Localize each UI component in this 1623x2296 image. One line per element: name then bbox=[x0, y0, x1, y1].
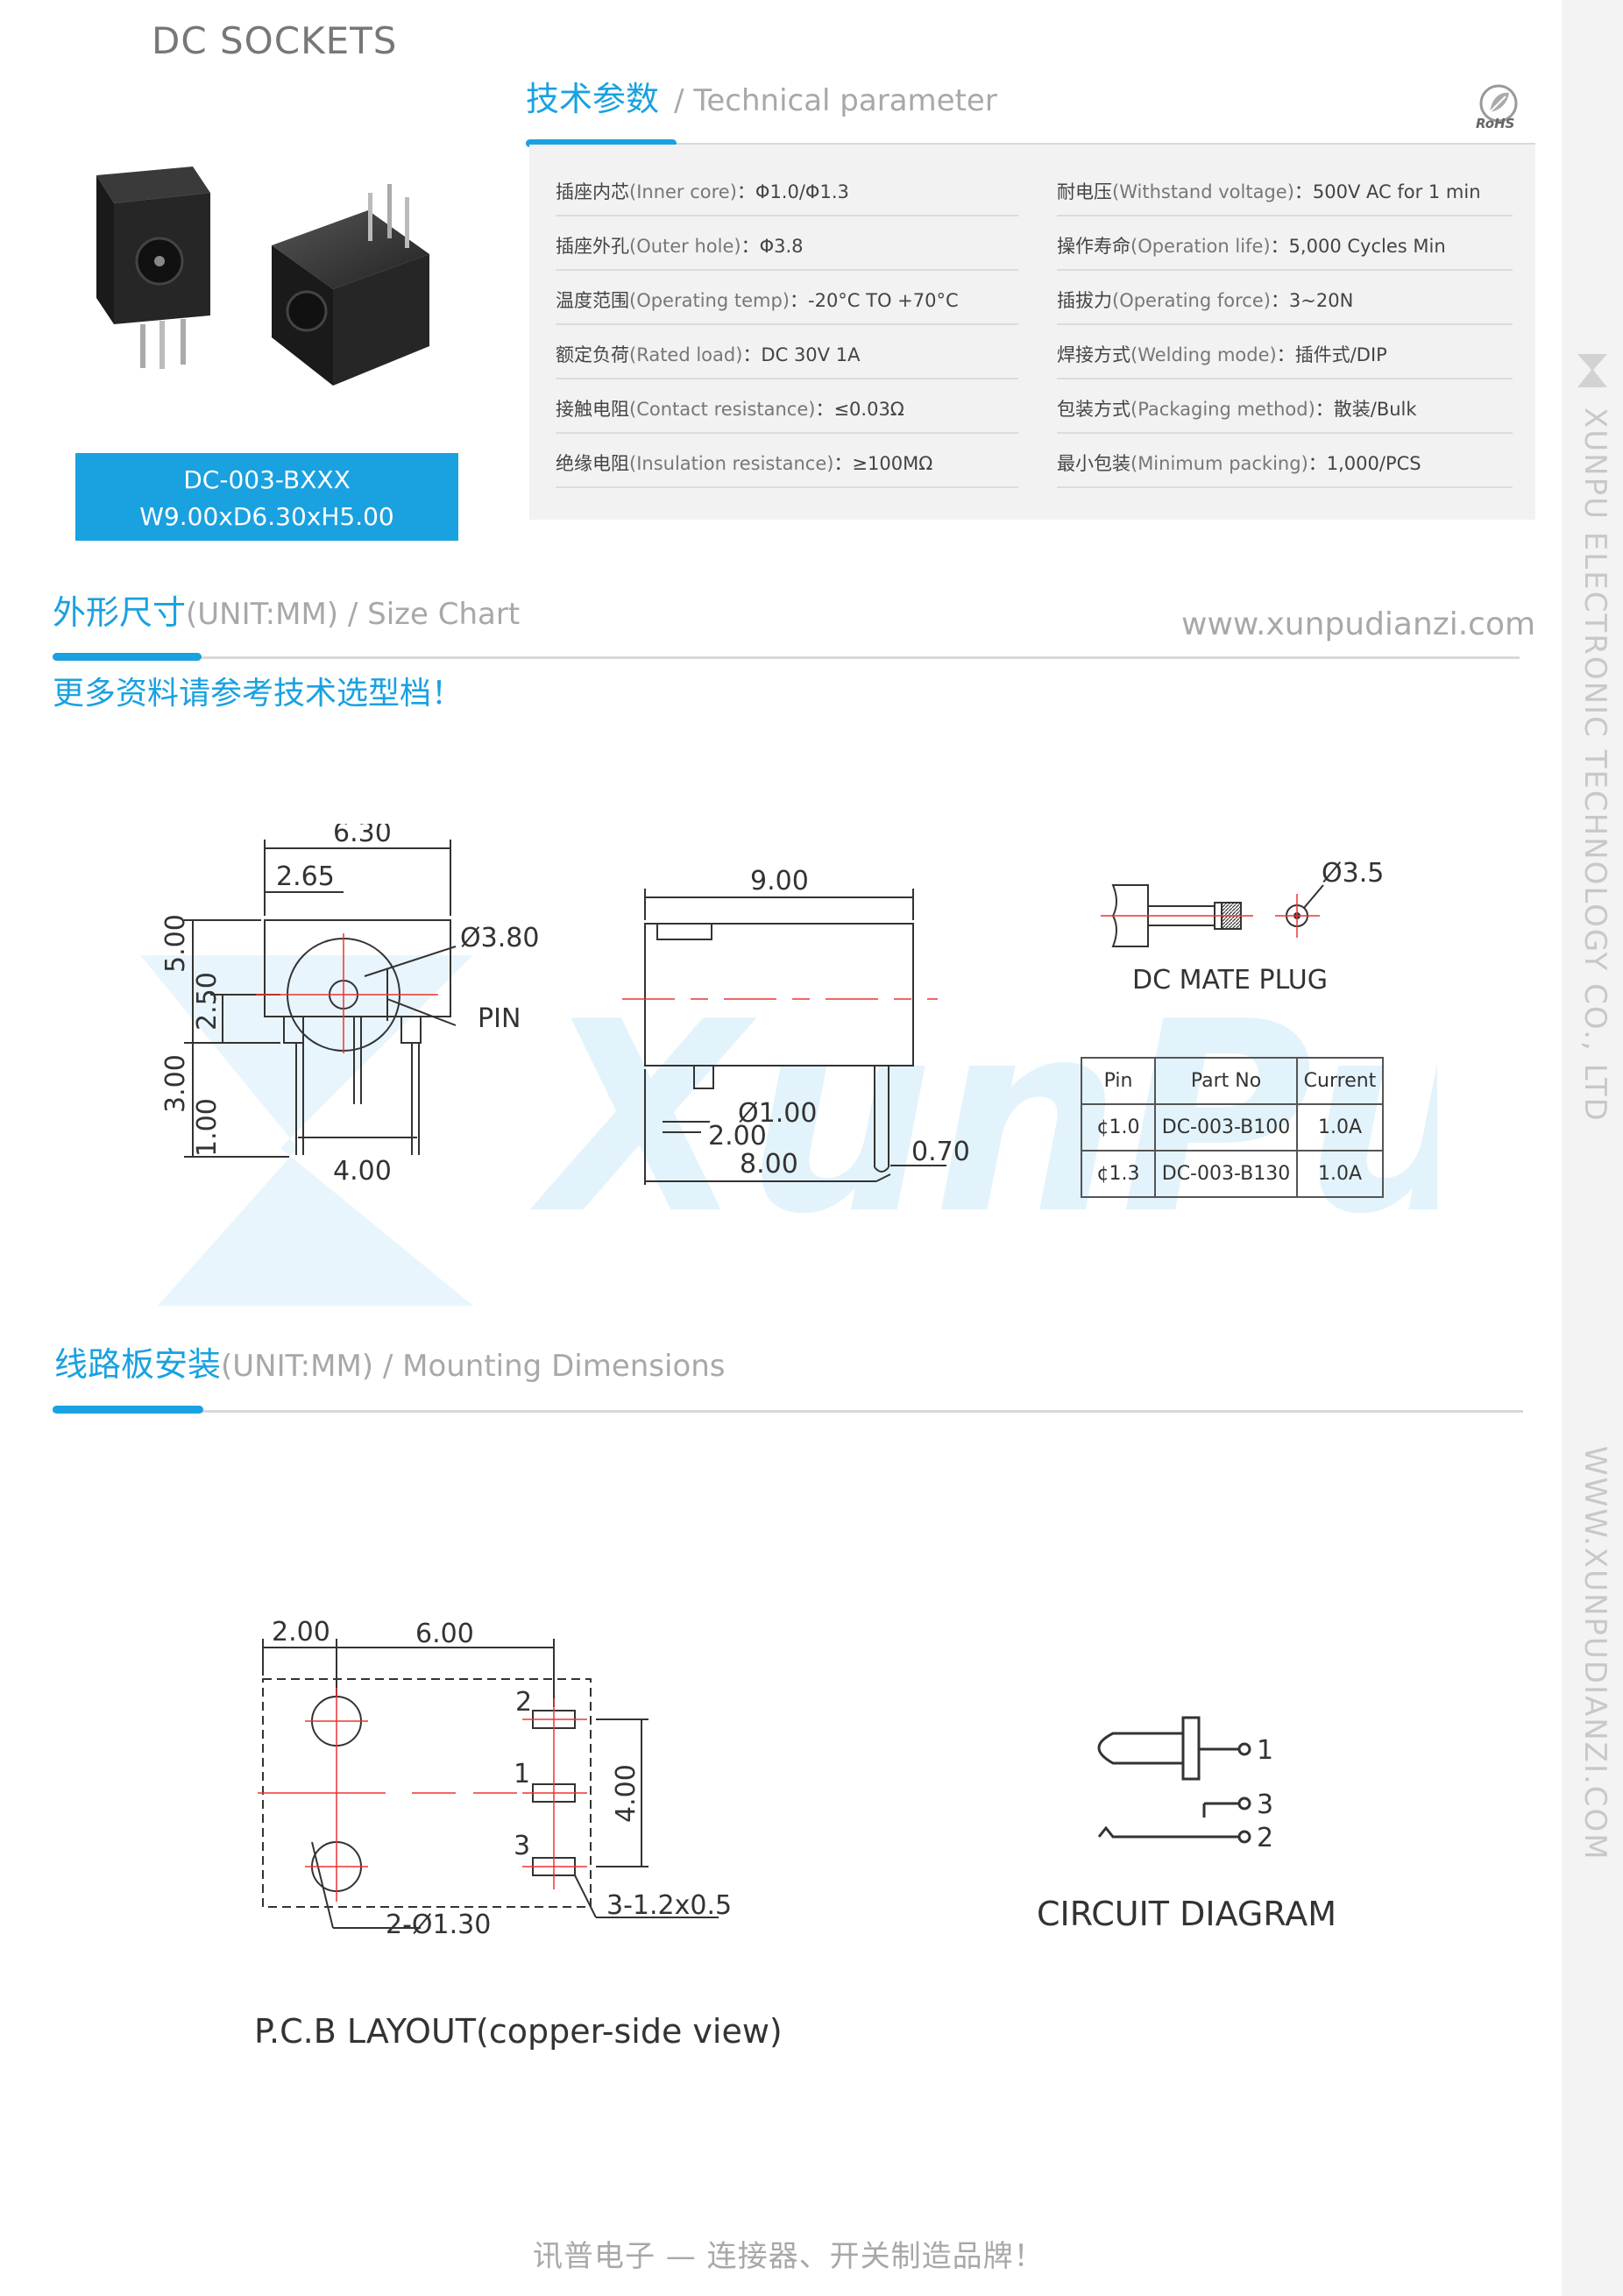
table-header-row: Pin Part No Current bbox=[1081, 1057, 1384, 1105]
dc-plug-drawing: Ø3.5 DC MATE PLUG bbox=[1101, 858, 1384, 996]
rohs-leaf-icon bbox=[1479, 84, 1518, 123]
footer-slogan: 讯普电子 — 连接器、开关制造品牌！ bbox=[533, 2239, 1045, 2274]
svg-text:2.00: 2.00 bbox=[708, 1121, 767, 1152]
svg-text:PIN: PIN bbox=[478, 1003, 521, 1034]
tech-heading: 技术参数 / Technical parameter bbox=[526, 72, 997, 120]
mounting-rule-accent bbox=[53, 1406, 203, 1414]
param-right-1: 操作寿命(Operation life)：5,000 Cycles Min bbox=[1057, 232, 1513, 271]
svg-text:Ø3.5: Ø3.5 bbox=[1322, 858, 1384, 889]
table-row: ¢1.3 DC-003-B130 1.0A bbox=[1081, 1150, 1384, 1198]
doc-title: DC SOCKETS bbox=[152, 19, 398, 62]
reference-note: 更多资料请参考技术选型档！ bbox=[53, 676, 464, 712]
rohs-label: RoHS bbox=[1476, 116, 1515, 131]
svg-text:2.00: 2.00 bbox=[272, 1617, 330, 1648]
pcb-layout-label: P.C.B LAYOUT(copper-side view) bbox=[254, 2012, 783, 2051]
rohs-badge: RoHS bbox=[1472, 82, 1525, 135]
svg-text:6.30: 6.30 bbox=[333, 824, 392, 848]
svg-text:1.00: 1.00 bbox=[192, 1098, 223, 1157]
param-left-1: 插座外孔(Outer hole)：Φ3.8 bbox=[556, 232, 1018, 271]
svg-text:3: 3 bbox=[514, 1831, 530, 1861]
size-rule bbox=[53, 656, 1520, 659]
svg-text:4.00: 4.00 bbox=[611, 1764, 641, 1823]
size-chart-heading: 外形尺寸(UNIT:MM) / Size Chart bbox=[53, 585, 520, 634]
param-left-0: 插座内芯(Inner core)：Φ1.0/Φ1.3 bbox=[556, 178, 1018, 216]
front-view-drawing: 6.30 2.65 Ø3.80 PIN 5.00 2.50 3.00 1.00 … bbox=[160, 824, 539, 1187]
svg-text:8.00: 8.00 bbox=[740, 1149, 798, 1180]
param-right-5: 最小包装(Minimum packing)：1,000/PCS bbox=[1057, 450, 1513, 488]
mounting-title-cn: 线路板安装 bbox=[54, 1345, 222, 1384]
side-band: XUNPU ELECTRONIC TECHNOLOGY CO., LTD WWW… bbox=[1562, 0, 1623, 2296]
svg-text:3.00: 3.00 bbox=[160, 1054, 191, 1113]
side-site-text: WWW.XUNPUDIANZI.COM bbox=[1577, 1446, 1612, 1861]
param-right-3: 焊接方式(Welding mode)：插件式/DIP bbox=[1057, 341, 1513, 379]
svg-text:3: 3 bbox=[1257, 1789, 1273, 1820]
size-rule-accent bbox=[53, 653, 202, 661]
circuit-diagram-label: CIRCUIT DIAGRAM bbox=[1037, 1895, 1336, 1933]
table-header-pin: Pin bbox=[1081, 1057, 1156, 1105]
mounting-rule bbox=[53, 1410, 1523, 1413]
side-view-drawing: 9.00 Ø1.00 2.00 8.00 0.70 bbox=[622, 868, 970, 1185]
side-company-text: XUNPU ELECTRONIC TECHNOLOGY CO., LTD bbox=[1577, 407, 1612, 1123]
size-title-en: (UNIT:MM) / Size Chart bbox=[186, 597, 521, 632]
svg-text:3-1.2x0.5: 3-1.2x0.5 bbox=[606, 1890, 732, 1921]
xunpu-logo-icon bbox=[1577, 354, 1607, 387]
param-left-4: 接触电阻(Contact resistance)：≤0.03Ω bbox=[556, 395, 1018, 434]
pcb-layout-drawing: 2.00 6.00 4.00 2-Ø1.30 3-1.2x0.5 2 1 3 bbox=[258, 1617, 732, 1940]
svg-text:Ø1.00: Ø1.00 bbox=[738, 1098, 817, 1129]
param-right-0: 耐电压(Withstand voltage)：500V AC for 1 min bbox=[1057, 178, 1513, 216]
svg-text:0.70: 0.70 bbox=[911, 1137, 970, 1167]
product-photo bbox=[96, 167, 429, 386]
circuit-diagram: 1 3 2 bbox=[1097, 1716, 1273, 1853]
website-link[interactable]: www.xunpudianzi.com bbox=[1181, 606, 1536, 642]
svg-text:2.65: 2.65 bbox=[276, 861, 335, 892]
tech-rule bbox=[526, 143, 1535, 145]
param-right-2: 插拔力(Operating force)：3~20N bbox=[1057, 287, 1513, 325]
svg-text:DC MATE PLUG: DC MATE PLUG bbox=[1132, 965, 1328, 996]
model-size: W9.00xD6.30xH5.00 bbox=[139, 502, 394, 531]
part-table: Pin Part No Current ¢1.0 DC-003-B100 1.0… bbox=[1081, 1057, 1384, 1198]
table-header-part: Part No bbox=[1154, 1057, 1298, 1105]
svg-text:1: 1 bbox=[514, 1759, 530, 1789]
param-left-5: 绝缘电阻(Insulation resistance)：≥100MΩ bbox=[556, 450, 1018, 488]
svg-text:1: 1 bbox=[1257, 1735, 1273, 1766]
svg-text:6.00: 6.00 bbox=[415, 1619, 474, 1649]
tech-title-cn: 技术参数 bbox=[526, 80, 660, 118]
model-box: DC-003-BXXX W9.00xD6.30xH5.00 bbox=[75, 453, 458, 541]
svg-text:4.00: 4.00 bbox=[333, 1156, 392, 1187]
svg-text:2-Ø1.30: 2-Ø1.30 bbox=[386, 1910, 491, 1940]
tech-title-en: / Technical parameter bbox=[674, 83, 997, 118]
table-header-current: Current bbox=[1296, 1057, 1384, 1105]
param-left-3: 额定负荷(Rated load)：DC 30V 1A bbox=[556, 341, 1018, 379]
param-panel: 插座内芯(Inner core)：Φ1.0/Φ1.3 插座外孔(Outer ho… bbox=[529, 145, 1535, 520]
size-title-cn: 外形尺寸 bbox=[53, 593, 187, 632]
model-code: DC-003-BXXX bbox=[183, 465, 351, 494]
tech-rule-accent bbox=[526, 139, 677, 147]
svg-text:Ø3.80: Ø3.80 bbox=[460, 923, 539, 953]
svg-text:5.00: 5.00 bbox=[160, 914, 191, 973]
param-left-2: 温度范围(Operating temp)：-20°C TO +70°C bbox=[556, 287, 1018, 325]
svg-text:2: 2 bbox=[515, 1687, 532, 1718]
table-row: ¢1.0 DC-003-B100 1.0A bbox=[1081, 1103, 1384, 1152]
mounting-title-en: (UNIT:MM) / Mounting Dimensions bbox=[221, 1349, 726, 1384]
svg-text:2: 2 bbox=[1257, 1823, 1273, 1853]
svg-text:9.00: 9.00 bbox=[750, 868, 809, 896]
svg-text:2.50: 2.50 bbox=[192, 972, 223, 1031]
mounting-heading: 线路板安装(UNIT:MM) / Mounting Dimensions bbox=[54, 1337, 726, 1385]
param-right-4: 包装方式(Packaging method)：散装/Bulk bbox=[1057, 395, 1513, 434]
